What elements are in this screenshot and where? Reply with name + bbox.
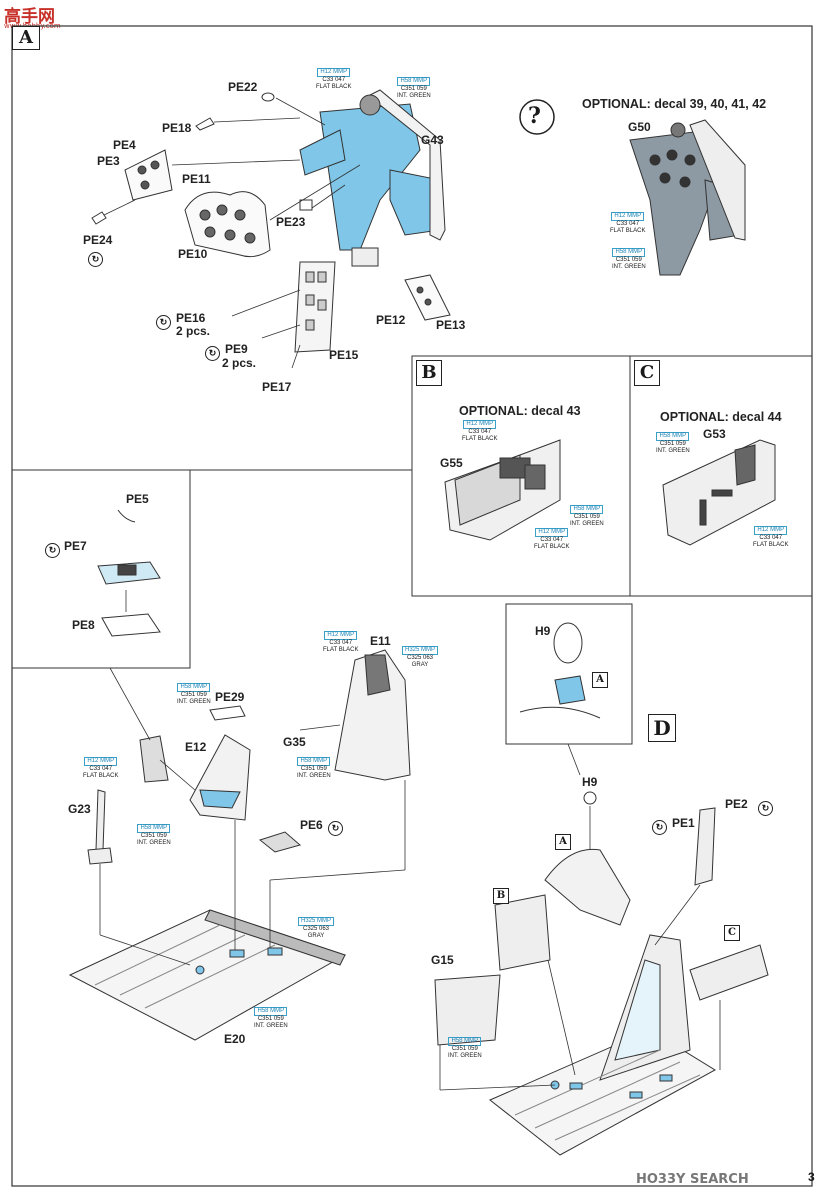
color-callout-h58: H58 MMP C351 059 INT. GREEN bbox=[656, 432, 690, 454]
label-pe22: PE22 bbox=[228, 80, 258, 94]
section-a-tag: A bbox=[12, 26, 40, 50]
color-callout-h58: H58 MMP C351 059 INT. GREEN bbox=[297, 757, 331, 779]
label-pe9: PE9 bbox=[225, 342, 248, 356]
label-g53: G53 bbox=[703, 427, 726, 441]
color-callout-h325: H325 MMP C325 063 GRAY bbox=[298, 917, 335, 940]
label-pe1: PE1 bbox=[672, 816, 695, 830]
strip-pe15 bbox=[294, 261, 336, 353]
optional-decals-a: OPTIONAL: decal 39, 40, 41, 42 bbox=[582, 97, 767, 111]
label-g23: G23 bbox=[68, 802, 91, 816]
label-h9-inset: H9 bbox=[535, 624, 551, 638]
optional-question-mark: ? bbox=[528, 103, 541, 129]
label-g55: G55 bbox=[440, 456, 463, 470]
label-pe7: PE7 bbox=[64, 539, 87, 553]
watermark: HO33Y SEARCH bbox=[636, 1172, 749, 1187]
rotate-icon: ↻ bbox=[205, 343, 220, 361]
label-pe8: PE8 bbox=[72, 618, 95, 632]
label-pe24: PE24 bbox=[83, 233, 113, 247]
part-e11 bbox=[334, 649, 411, 781]
section-b-tag: B bbox=[416, 360, 442, 386]
color-callout-h58: H58 MMP C351 059 INT. GREEN bbox=[612, 248, 646, 270]
rotate-icon: ↻ bbox=[328, 818, 343, 836]
color-callout-h12: H12 MMP C33 047 FLAT BLACK bbox=[534, 528, 570, 550]
label-e12: E12 bbox=[185, 740, 207, 754]
assembly-d bbox=[489, 934, 716, 1156]
label-pe15: PE15 bbox=[329, 348, 359, 362]
color-callout-h12: H12 MMP C33 047 FLAT BLACK bbox=[462, 420, 498, 442]
plate-pe12-pe13 bbox=[404, 274, 451, 321]
color-callout-h12: H12 MMP C33 047 FLAT BLACK bbox=[323, 631, 359, 653]
panel-g53 bbox=[662, 439, 776, 546]
rotate-icon: ↻ bbox=[45, 540, 60, 558]
color-callout-h58: H58 MMP C351 059 INT. GREEN bbox=[137, 824, 171, 846]
label-pe11: PE11 bbox=[182, 172, 211, 186]
inset-a-tag: A bbox=[592, 672, 608, 688]
color-callout-h58: H58 MMP C351 059 INT. GREEN bbox=[397, 77, 431, 99]
optional-decals-c: OPTIONAL: decal 44 bbox=[660, 410, 782, 424]
label-pe4: PE4 bbox=[113, 138, 136, 152]
rotate-icon: ↻ bbox=[156, 312, 171, 330]
panel-g43 bbox=[299, 89, 446, 267]
label-e11: E11 bbox=[370, 634, 391, 648]
panel-g55 bbox=[444, 439, 561, 541]
label-e20: E20 bbox=[224, 1032, 246, 1046]
subassembly-a-tag: A bbox=[555, 834, 571, 850]
label-pe18: PE18 bbox=[162, 121, 192, 135]
section-c-tag: C bbox=[634, 360, 660, 386]
section-d-tag: D bbox=[648, 714, 676, 742]
label-pe5: PE5 bbox=[126, 492, 149, 506]
part-g23 bbox=[87, 789, 113, 865]
label-pe13: PE13 bbox=[436, 318, 466, 332]
label-pe3: PE3 bbox=[97, 154, 120, 168]
color-callout-h58: H58 MMP C351 059 INT. GREEN bbox=[448, 1037, 482, 1059]
belt-inset bbox=[97, 509, 161, 637]
label-g35: G35 bbox=[283, 735, 306, 749]
label-pe6: PE6 bbox=[300, 818, 323, 832]
rotate-icon: ↻ bbox=[652, 817, 667, 835]
color-callout-h12: H12 MMP C33 047 FLAT BLACK bbox=[610, 212, 646, 234]
color-callout-h58: H58 MMP C351 059 INT. GREEN bbox=[570, 505, 604, 527]
label-g15: G15 bbox=[431, 953, 454, 967]
rotate-icon: ↻ bbox=[758, 798, 773, 816]
label-pe9-qty: 2 pcs. bbox=[222, 356, 257, 370]
site-logo: 高手网 bbox=[4, 7, 55, 27]
label-pe2: PE2 bbox=[725, 797, 748, 811]
color-callout-h12: H12 MMP C33 047 FLAT BLACK bbox=[753, 526, 789, 548]
page-number: 3 bbox=[808, 1170, 815, 1184]
label-pe12: PE12 bbox=[376, 313, 406, 327]
label-pe16-qty: 2 pcs. bbox=[176, 324, 211, 338]
part-e12 bbox=[189, 734, 251, 821]
optional-decals-b: OPTIONAL: decal 43 bbox=[459, 404, 581, 418]
label-pe17: PE17 bbox=[262, 380, 292, 394]
label-g50: G50 bbox=[628, 120, 651, 134]
subassembly-b-tag: B bbox=[493, 888, 509, 904]
color-callout-h58: H58 MMP C351 059 INT. GREEN bbox=[254, 1007, 288, 1029]
color-callout-h325: H325 MMP C325 063 GRAY bbox=[402, 646, 439, 669]
label-g43: G43 bbox=[421, 133, 444, 147]
panel-g50 bbox=[629, 119, 746, 276]
label-pe23: PE23 bbox=[276, 215, 306, 229]
label-pe16: PE16 bbox=[176, 311, 206, 325]
color-callout-h12: H12 MMP C33 047 FLAT BLACK bbox=[83, 757, 119, 779]
color-callout-h58: H58 MMP C351 059 INT. GREEN bbox=[177, 683, 211, 705]
rotate-icon: ↻ bbox=[88, 249, 103, 267]
label-pe10: PE10 bbox=[178, 247, 208, 261]
floor-e20 bbox=[68, 909, 347, 1041]
subassembly-c-tag: C bbox=[724, 925, 740, 941]
label-pe29: PE29 bbox=[215, 690, 245, 704]
plate-pe3-pe4 bbox=[124, 149, 173, 201]
plate-pe10-pe11 bbox=[184, 191, 271, 258]
label-h9: H9 bbox=[582, 775, 598, 789]
color-callout-h12: H12 MMP C33 047 FLAT BLACK bbox=[316, 68, 352, 90]
